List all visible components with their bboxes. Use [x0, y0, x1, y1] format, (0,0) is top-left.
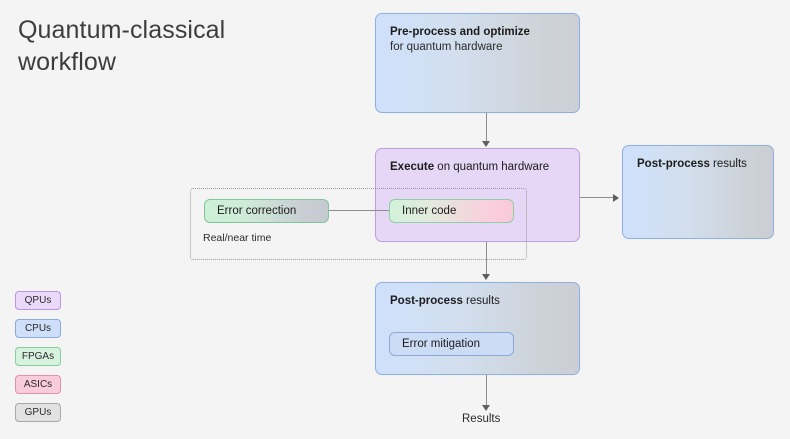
- node-postprocess-bottom-title: Post-process results: [390, 294, 500, 309]
- node-preprocess-title: Pre-process and optimize: [390, 25, 530, 40]
- legend-item-gpus[interactable]: GPUs: [15, 403, 61, 422]
- node-execute-title: Execute on quantum hardware: [390, 160, 549, 175]
- node-postprocess-bottom-title-rest: results: [462, 295, 500, 307]
- legend-item-qpus[interactable]: QPUs: [15, 291, 61, 310]
- chip-error-correction-label: Error correction: [217, 205, 297, 217]
- legend-item-fpgas[interactable]: FPGAs: [15, 347, 61, 366]
- region-real-near-time-label: Real/near time: [203, 232, 272, 244]
- chip-inner-code[interactable]: Inner code: [389, 199, 514, 223]
- legend-item-label: FPGAs: [21, 351, 55, 362]
- results-output-label: Results: [462, 413, 501, 425]
- node-preprocess-title-bold: Pre-process and optimize: [390, 26, 530, 38]
- arrow-right-icon-execute-to-postprocess: [613, 193, 619, 202]
- connector-postprocess-to-results: [486, 375, 488, 406]
- arrow-down-icon-execute-to-postprocess-bottom: [482, 274, 490, 280]
- legend-item-label: ASICs: [23, 379, 53, 390]
- node-postprocess-bottom[interactable]: Post-process results: [375, 282, 580, 375]
- node-preprocess[interactable]: Pre-process and optimize for quantum har…: [375, 13, 580, 113]
- legend-item-cpus[interactable]: CPUs: [15, 319, 61, 338]
- chip-error-correction[interactable]: Error correction: [204, 199, 329, 223]
- node-postprocess-right-title-bold: Post-process: [637, 158, 710, 170]
- region-real-near-time: [190, 188, 527, 260]
- node-postprocess-bottom-title-bold: Post-process: [390, 295, 463, 307]
- legend-item-label: CPUs: [24, 323, 52, 334]
- connector-execute-to-postprocess-right: [580, 197, 614, 199]
- connector-execute-to-postprocess-bottom: [486, 242, 488, 275]
- legend-item-asics[interactable]: ASICs: [15, 375, 61, 394]
- node-postprocess-right[interactable]: Post-process results: [622, 145, 774, 239]
- arrow-down-icon-preprocess-to-execute: [482, 141, 490, 147]
- legend-item-label: QPUs: [24, 295, 52, 306]
- legend-item-label: GPUs: [24, 407, 52, 418]
- node-postprocess-right-title: Post-process results: [637, 157, 747, 172]
- node-execute[interactable]: Execute on quantum hardware: [375, 148, 580, 242]
- page-title: Quantum-classical workflow: [18, 16, 226, 76]
- node-execute-title-rest: on quantum hardware: [434, 161, 550, 173]
- chip-error-mitigation-label: Error mitigation: [402, 338, 480, 350]
- connector-error-correction-to-inner-code: [329, 210, 389, 212]
- node-postprocess-right-title-rest: results: [709, 158, 747, 170]
- node-preprocess-subtitle: for quantum hardware: [390, 41, 503, 53]
- chip-inner-code-label: Inner code: [402, 205, 457, 217]
- node-execute-title-bold: Execute: [390, 161, 435, 173]
- arrow-down-icon-postprocess-to-results: [482, 405, 490, 411]
- connector-preprocess-to-execute: [486, 113, 488, 142]
- chip-error-mitigation[interactable]: Error mitigation: [389, 332, 514, 356]
